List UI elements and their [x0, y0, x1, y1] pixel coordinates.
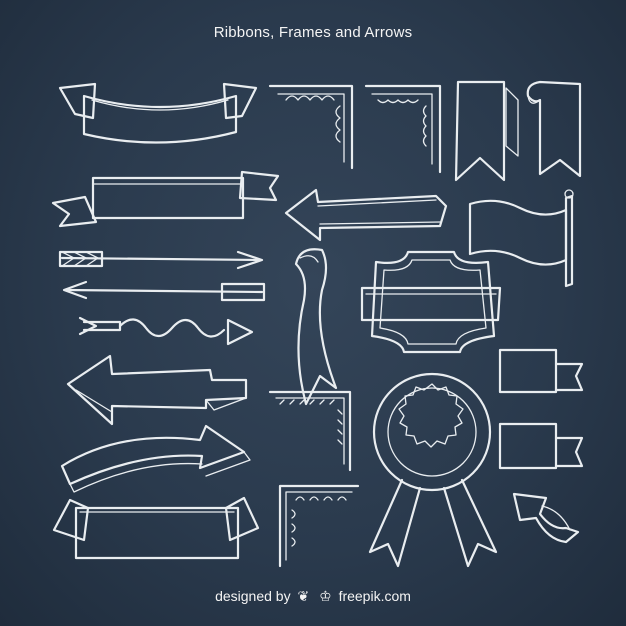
curved-block-arrow-right [60, 424, 251, 493]
page-title: Ribbons, Frames and Arrows [213, 24, 413, 41]
footer-credit: designed by ❦ ♔ freepik.com [0, 588, 626, 605]
crown-icon: ♔ [319, 588, 332, 604]
dotted-corner-frame-top [268, 390, 352, 472]
flag-on-pole [468, 189, 574, 288]
hanging-scroll-ribbon [294, 248, 338, 406]
feathered-arrow-left [62, 280, 266, 302]
leaf-corner-frame-bottom [278, 484, 360, 568]
folded-ribbon-small-2 [498, 422, 584, 470]
flat-banner-hatched [51, 170, 280, 228]
bottom-ribbon-banner [52, 496, 260, 560]
feathered-arrow-right [58, 250, 264, 270]
curled-bookmark [526, 80, 582, 178]
block-arrow-left [66, 354, 248, 426]
brand-site[interactable]: freepik.com [338, 588, 411, 604]
curved-ribbon-banner [58, 82, 258, 144]
scalloped-frame-with-banner [360, 250, 502, 354]
leaf-icon: ❦ [297, 588, 310, 604]
squiggly-arrow [78, 316, 254, 346]
designed-by-text: designed by [215, 588, 291, 604]
ornate-corner-frame [268, 84, 354, 170]
rosette-badge [368, 372, 498, 568]
hanging-bookmark [454, 80, 519, 182]
corner-frame-right [364, 84, 442, 174]
folded-ribbon-small-1 [498, 348, 584, 394]
curly-ribbon [512, 492, 580, 544]
block-arrow-left-3d [284, 188, 448, 242]
